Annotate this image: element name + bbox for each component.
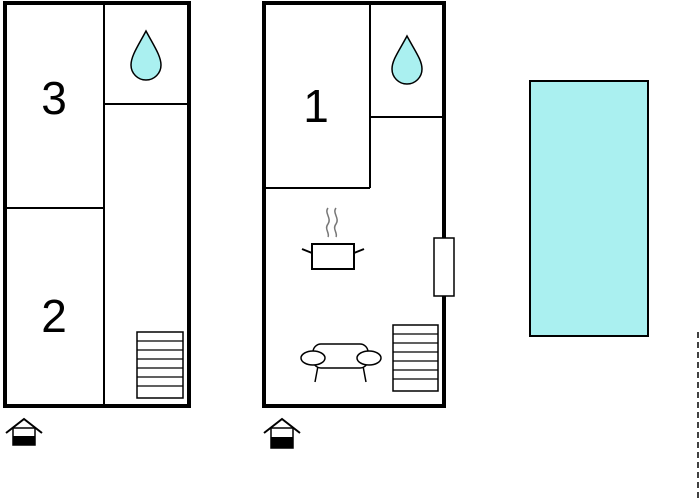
swimming-pool bbox=[529, 80, 649, 337]
room-label-2: 2 bbox=[41, 290, 67, 342]
floor-left: 3 2 bbox=[3, 1, 191, 446]
floor-middle: 1 bbox=[262, 1, 455, 449]
entrance-icon bbox=[5, 417, 43, 446]
floor-left-outline bbox=[3, 1, 191, 408]
water-drop-icon bbox=[391, 34, 423, 85]
stairs-icon bbox=[392, 324, 439, 392]
cooking-pot-icon bbox=[301, 207, 365, 270]
floor-middle-outline bbox=[262, 1, 446, 408]
entrance-icon bbox=[263, 417, 301, 449]
sofa-icon bbox=[300, 343, 382, 383]
water-drop-icon bbox=[130, 29, 162, 81]
room-label-3: 3 bbox=[41, 72, 67, 124]
room-label-1: 1 bbox=[303, 80, 329, 132]
window-icon bbox=[433, 237, 455, 297]
stairs-icon bbox=[136, 331, 184, 399]
